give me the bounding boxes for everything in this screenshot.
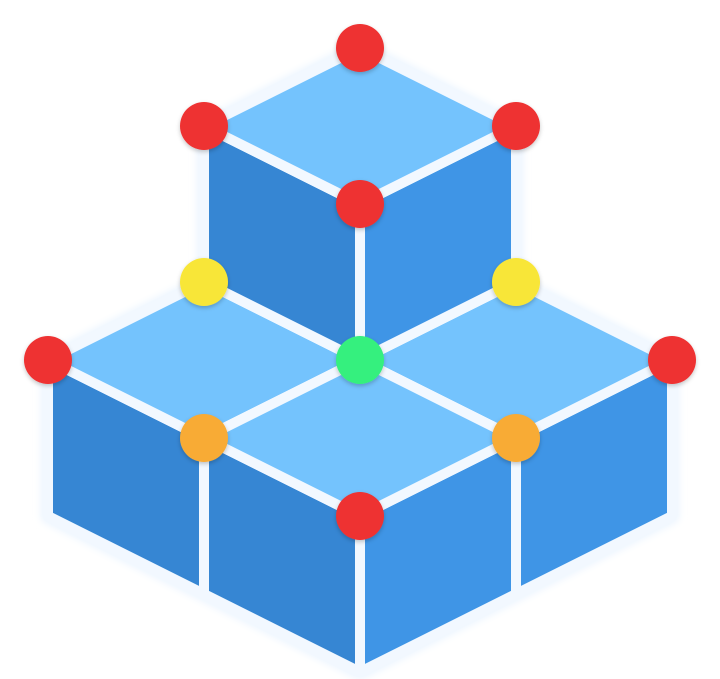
vertex-node-red-4: [336, 180, 384, 228]
vertex-node-red-2: [180, 102, 228, 150]
vertex-node-red-6: [648, 336, 696, 384]
vertex-node-orange-2: [492, 414, 540, 462]
vertex-node-red-1: [336, 24, 384, 72]
vertex-node-red-7: [336, 492, 384, 540]
vertex-node-red-5: [24, 336, 72, 384]
vertex-node-orange-1: [180, 414, 228, 462]
vertex-node-yellow-2: [492, 258, 540, 306]
vertex-nodes: [24, 24, 696, 540]
cube-front: [199, 355, 521, 677]
vertex-node-green-1: [336, 336, 384, 384]
vertex-node-red-3: [492, 102, 540, 150]
vertex-node-yellow-1: [180, 258, 228, 306]
